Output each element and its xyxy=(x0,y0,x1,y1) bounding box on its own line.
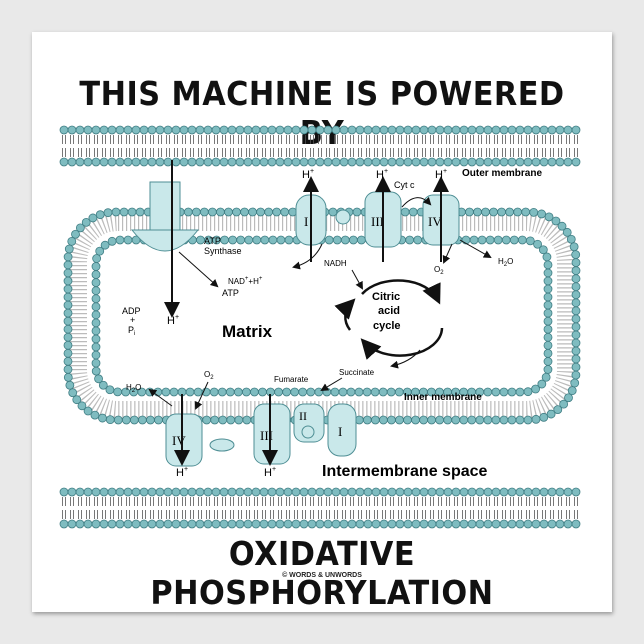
complex-IV-bottom-label: IV xyxy=(172,433,186,448)
citric-label-3: cycle xyxy=(373,320,401,332)
nadh-label: NADH xyxy=(324,259,347,268)
complex-I-bottom-label: I xyxy=(338,424,342,439)
complex-IV-label: IV xyxy=(428,214,442,229)
citric-label-2: acid xyxy=(378,305,400,317)
o2-top-label: O2 xyxy=(434,265,444,276)
matrix-label: Matrix xyxy=(222,322,273,341)
h2o-bottom-label: H2O xyxy=(126,383,141,394)
complex-II-bottom: II xyxy=(293,403,325,443)
complex-I-bottom: I xyxy=(327,403,357,457)
cyt-c-bottom xyxy=(209,438,235,452)
outer-membrane-label: Outer membrane xyxy=(462,168,542,179)
complex-IV-bottom: IV xyxy=(165,413,203,467)
pi-label: Pi xyxy=(128,325,135,337)
succinate-label: Succinate xyxy=(339,368,375,377)
poster-title-bottom: OXIDATIVE PHOSPHORYLATION xyxy=(150,534,494,612)
outer-membrane-top xyxy=(59,125,581,167)
adp-label: ADP xyxy=(122,306,141,316)
fumarate-label: Fumarate xyxy=(274,375,309,384)
h2o-top-label: H2O xyxy=(498,257,513,268)
complex-III-bottom-label: III xyxy=(260,428,273,443)
h-plus-3: H+ xyxy=(435,168,447,181)
h-plus-5: H+ xyxy=(264,466,276,479)
complex-II-bottom-label: II xyxy=(299,409,307,423)
atp-synthase: ATP Synthase ATP ADP + Pi H+ xyxy=(122,160,242,337)
inner-membrane-label: Inner membrane xyxy=(404,392,482,403)
mitochondrion-diagram: ATP Synthase ATP ADP + Pi H+ I III IV H+… xyxy=(59,125,581,529)
outer-membrane-bottom xyxy=(59,487,581,529)
complex-III-bottom: III xyxy=(253,403,291,465)
atp-label: ATP xyxy=(222,288,239,298)
complex-I-label: I xyxy=(304,214,308,229)
nad-label: NAD++H+ xyxy=(228,276,263,286)
intermembrane-space-label: Intermembrane space xyxy=(322,463,488,480)
citric-label-1: Citric xyxy=(372,291,400,303)
adp-plus: + xyxy=(130,315,135,325)
h-plus-matrix: H+ xyxy=(167,314,179,327)
atp-synthase-label-2: Synthase xyxy=(204,246,242,256)
o2-bottom-label: O2 xyxy=(204,370,214,381)
h-plus-4: H+ xyxy=(176,466,188,479)
h-plus-1: H+ xyxy=(302,168,314,181)
cyt-c-label: Cyt c xyxy=(394,180,415,190)
copyright: © WORDS & UNWORDS xyxy=(282,572,362,579)
poster: THIS MACHINE IS POWERED BY ATP Synthase … xyxy=(32,32,612,612)
atp-synthase-label-1: ATP xyxy=(204,236,221,246)
citric-acid-cycle: Citric acid cycle xyxy=(334,279,444,360)
h-plus-2: H+ xyxy=(376,168,388,181)
complex-III-label: III xyxy=(371,214,384,229)
q-top xyxy=(335,209,351,225)
